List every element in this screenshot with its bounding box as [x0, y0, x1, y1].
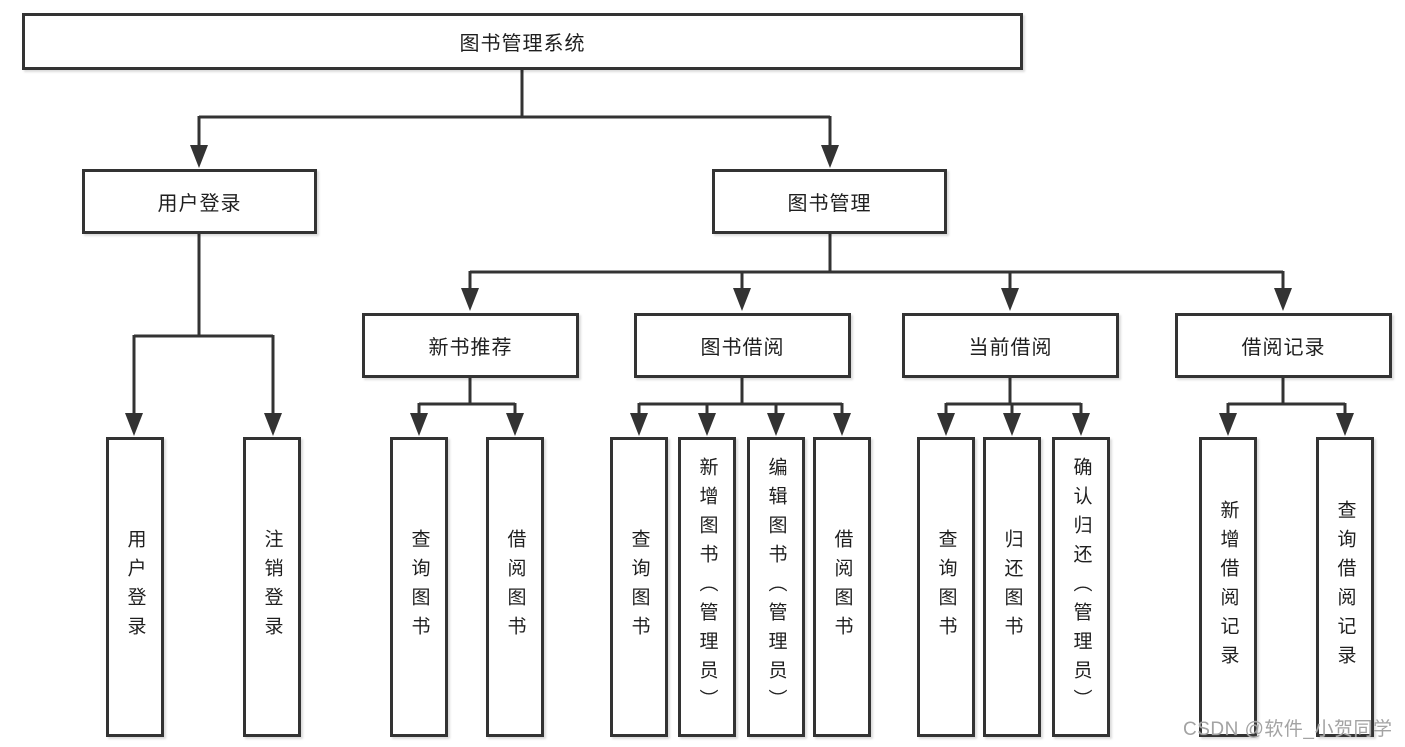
leaf-borrow-book-borrowing: 借阅图书 — [813, 437, 871, 737]
node-label: 新增借阅记录 — [1217, 500, 1239, 674]
node-label: 图书管理 — [787, 193, 872, 215]
node-label: 用户登录 — [124, 529, 146, 645]
node-label: 查询图书 — [408, 529, 430, 645]
node-new-book-recommend: 新书推荐 — [362, 313, 579, 378]
leaf-query-book-borrowing: 查询图书 — [610, 437, 668, 737]
node-label: 查询图书 — [935, 529, 957, 645]
node-label: 编辑图书（管理员） — [765, 456, 787, 718]
node-current-borrowing: 当前借阅 — [902, 313, 1119, 378]
leaf-query-borrow-record: 查询借阅记录 — [1316, 437, 1374, 737]
leaf-borrow-book-recommend: 借阅图书 — [486, 437, 544, 737]
node-label: 用户登录 — [157, 193, 242, 215]
leaf-confirm-return-admin: 确认归还（管理员） — [1052, 437, 1110, 737]
leaf-add-borrow-record: 新增借阅记录 — [1199, 437, 1257, 737]
node-label: 归还图书 — [1001, 529, 1023, 645]
node-label: 借阅记录 — [1241, 337, 1326, 359]
node-label: 查询借阅记录 — [1334, 500, 1356, 674]
node-label: 注销登录 — [261, 529, 283, 645]
leaf-query-book-recommend: 查询图书 — [390, 437, 448, 737]
leaf-return-book: 归还图书 — [983, 437, 1041, 737]
node-root: 图书管理系统 — [22, 13, 1023, 70]
leaf-query-book-current: 查询图书 — [917, 437, 975, 737]
node-label: 图书管理系统 — [459, 33, 586, 55]
leaf-logout: 注销登录 — [243, 437, 301, 737]
node-book-borrowing: 图书借阅 — [634, 313, 851, 378]
node-label: 当前借阅 — [968, 337, 1053, 359]
leaf-add-book-admin: 新增图书（管理员） — [678, 437, 736, 737]
leaf-edit-book-admin: 编辑图书（管理员） — [747, 437, 805, 737]
leaf-user-login: 用户登录 — [106, 437, 164, 737]
node-borrowing-records: 借阅记录 — [1175, 313, 1392, 378]
node-label: 借阅图书 — [831, 529, 853, 645]
node-label: 图书借阅 — [700, 337, 785, 359]
node-label: 确认归还（管理员） — [1070, 456, 1092, 718]
watermark: CSDN @软件_小贺同学 — [1183, 719, 1393, 740]
node-label: 借阅图书 — [504, 529, 526, 645]
node-label: 新增图书（管理员） — [696, 456, 718, 718]
node-label: 新书推荐 — [428, 337, 513, 359]
node-book-management: 图书管理 — [712, 169, 947, 234]
node-user-login: 用户登录 — [82, 169, 317, 234]
node-label: 查询图书 — [628, 529, 650, 645]
